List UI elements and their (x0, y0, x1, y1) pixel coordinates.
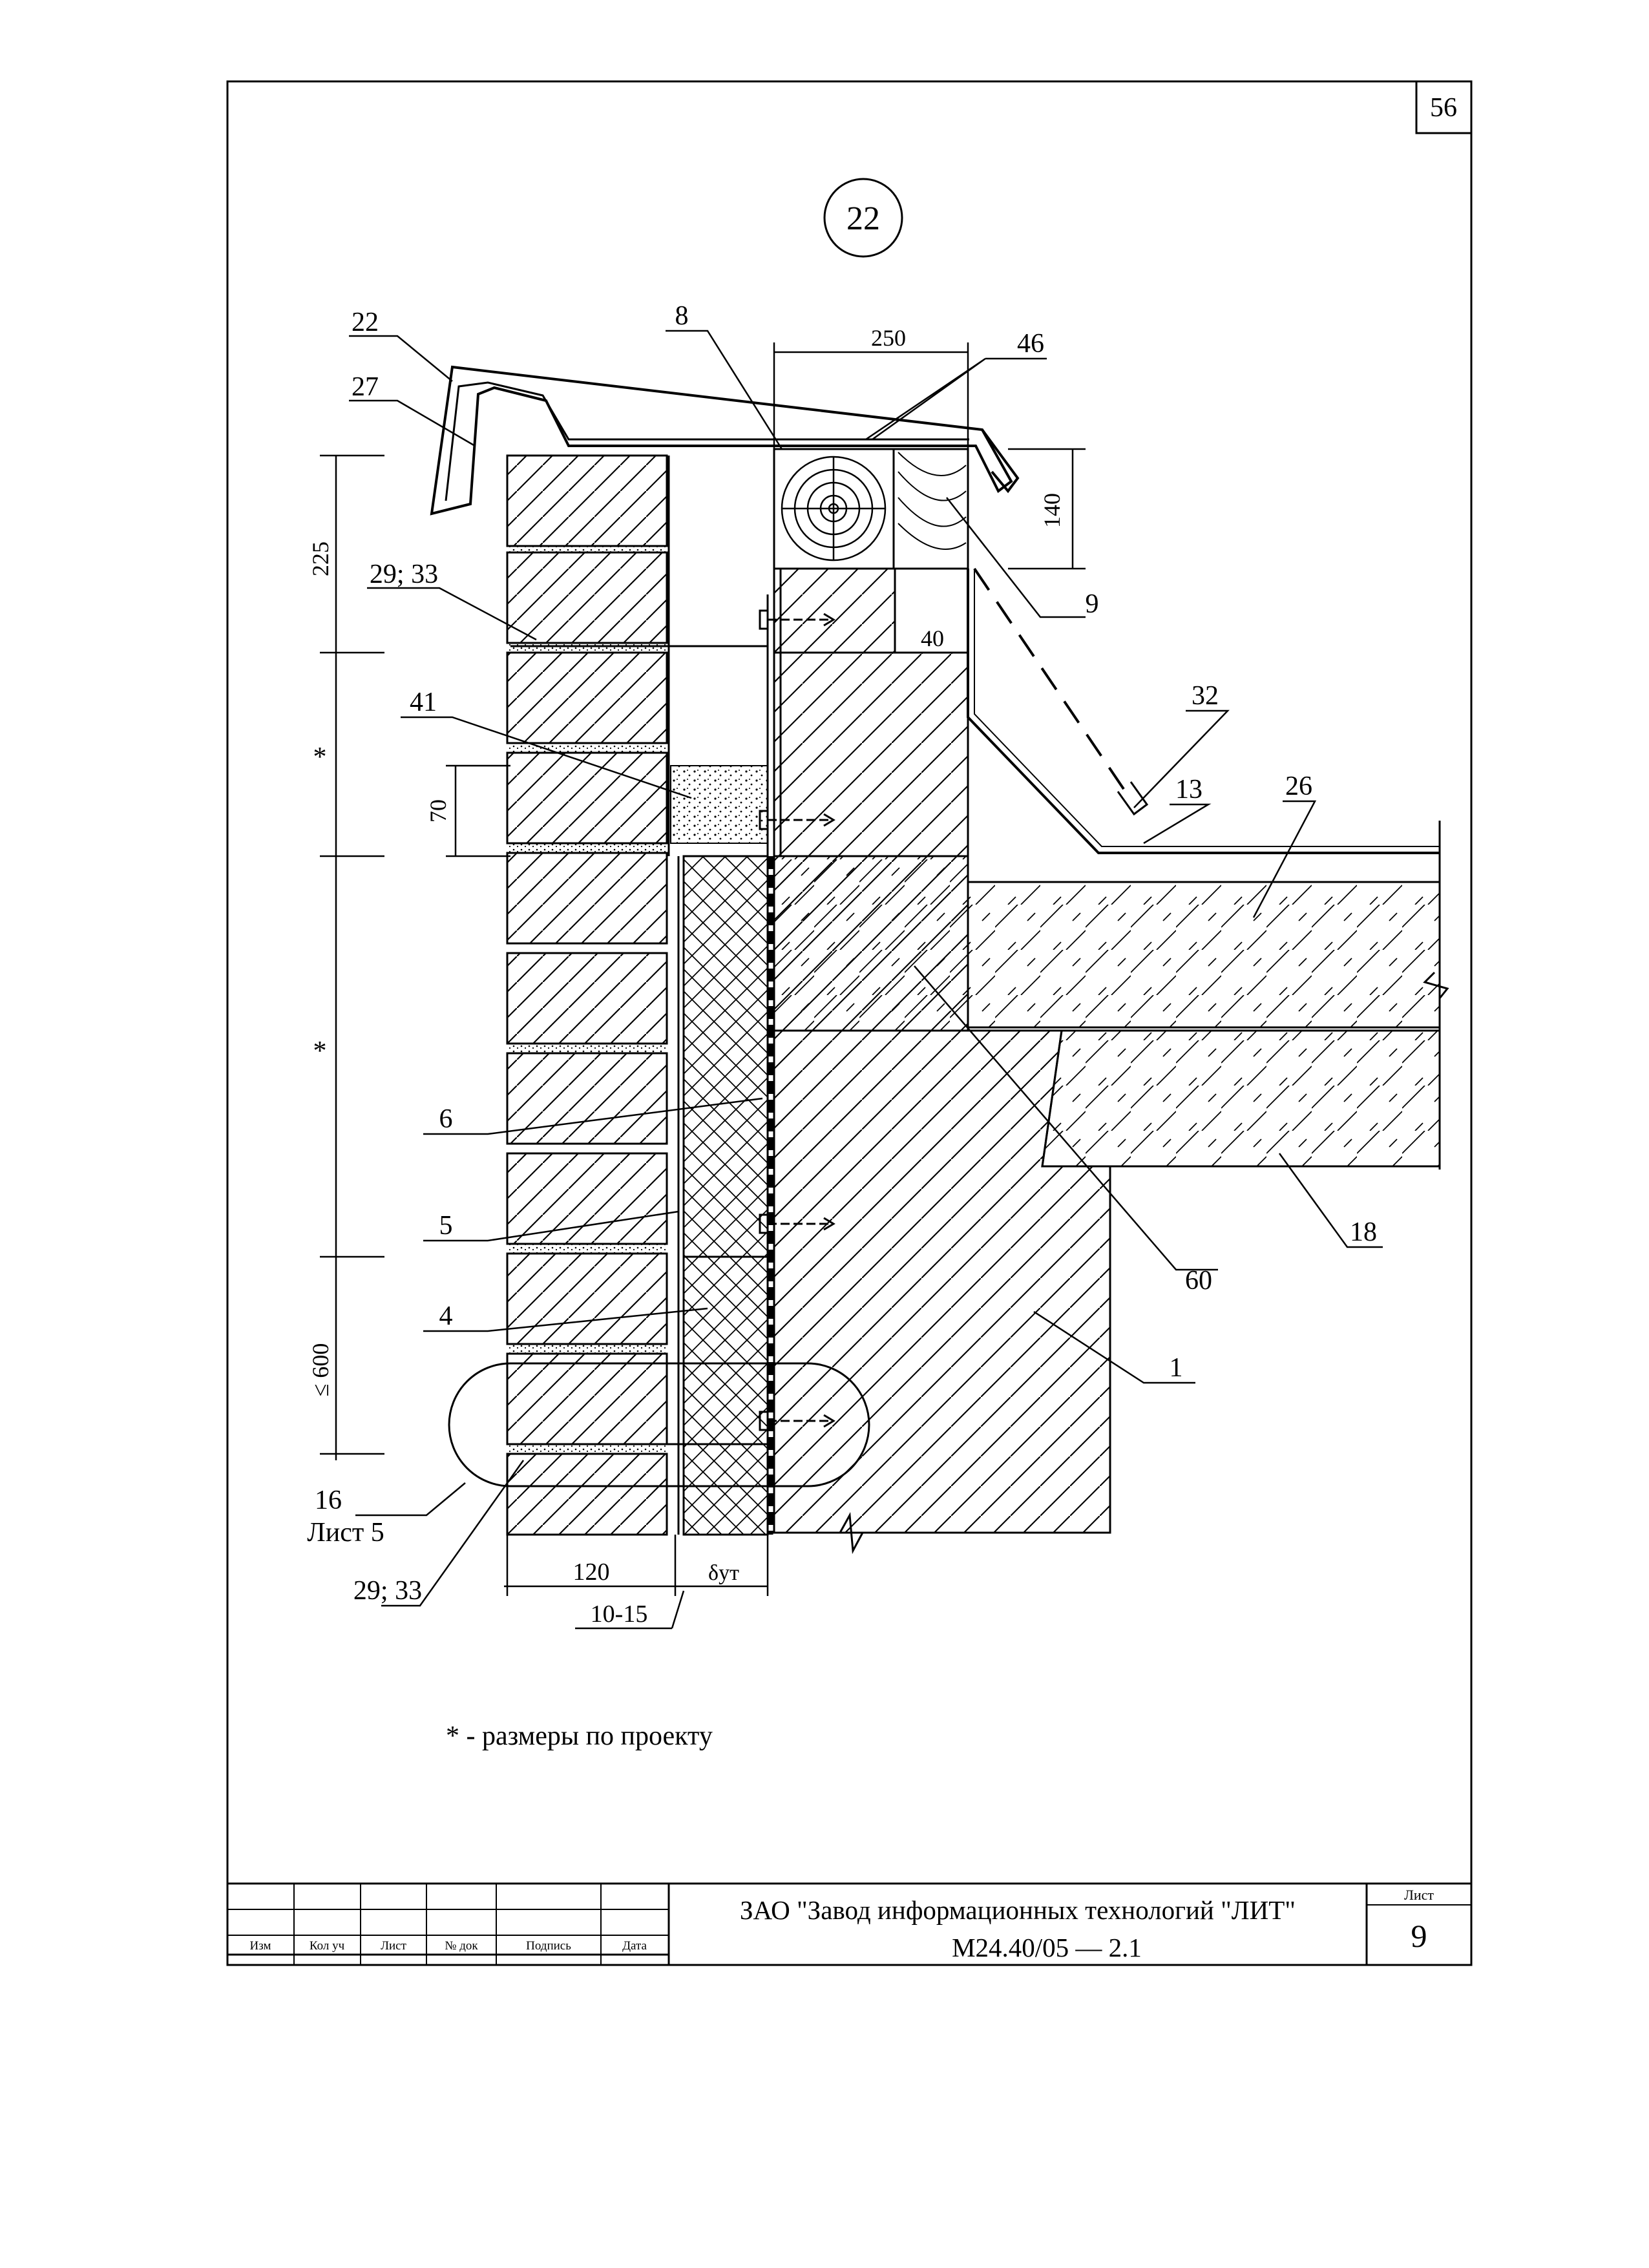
mineral-wool-41 (670, 765, 768, 844)
callout-6: 6 (439, 1104, 453, 1134)
anchors (759, 609, 835, 1431)
dim-10-15: 10-15 (591, 1601, 648, 1628)
leader-lines (349, 330, 1383, 1607)
dim-star-1: * (313, 742, 327, 772)
callout-5: 5 (439, 1211, 453, 1241)
callout-27: 27 (352, 372, 379, 402)
callout-60: 60 (1185, 1266, 1212, 1296)
top-sheet-number-box (1415, 80, 1473, 134)
facing-brick-layer (506, 454, 668, 1536)
dim-250: 250 (871, 325, 906, 351)
title-header-list: Лист (381, 1939, 406, 1953)
callout-29-33-top: 29; 33 (370, 560, 438, 589)
title-header-date: Дата (622, 1939, 647, 1953)
callout-1: 1 (1170, 1353, 1183, 1383)
callout-18: 18 (1350, 1217, 1377, 1247)
ring-beam-60 (773, 855, 969, 1032)
callout-22: 22 (352, 308, 379, 337)
title-header-signature: Подпись (526, 1939, 571, 1953)
dim-insulation-thickness: δут (708, 1561, 739, 1585)
title-header-doc-no: № док (445, 1939, 478, 1953)
break-mark-right (1423, 971, 1449, 999)
dimension-lines (320, 342, 1086, 1630)
parapet-cap-22 (430, 365, 1013, 516)
detail-mark-circle (823, 178, 903, 258)
mortar-joints (507, 546, 667, 1454)
end-grain-rings (781, 456, 887, 562)
break-mark-bottom (839, 1512, 864, 1555)
cap-bracket-27 (445, 381, 969, 501)
callout-46: 46 (1017, 329, 1044, 359)
fastener-32 (973, 567, 1129, 796)
title-block (227, 1882, 1471, 1965)
timber-grain (898, 452, 967, 550)
title-header-izm: Изм (250, 1939, 271, 1953)
callout-sheet-5: Лист 5 (307, 1518, 384, 1548)
roof-membrane-13 (967, 569, 1440, 854)
dim-140: 140 (1039, 493, 1065, 528)
dim-40: 40 (921, 625, 944, 651)
organization-name: ЗАО "Завод информационных технологий "ЛИ… (740, 1895, 1296, 1925)
sheet-frame (226, 80, 1473, 1966)
callout-13: 13 (1175, 775, 1203, 804)
sheet-number: 9 (1411, 1918, 1427, 1954)
cap-hook-right (981, 428, 1020, 494)
document-code: М24.40/05 — 2.1 (952, 1933, 1142, 1962)
roof-membrane-13b (974, 569, 1440, 847)
callout-16-oval (448, 1362, 870, 1487)
sheet-label: Лист (1404, 1887, 1434, 1903)
callout-16: 16 (315, 1486, 342, 1515)
top-sheet-number: 56 (1430, 93, 1457, 123)
callout-32: 32 (1192, 681, 1219, 711)
callout-9: 9 (1086, 589, 1099, 619)
roof-slab-26 (967, 881, 1441, 1029)
insulation-4 (682, 855, 769, 1536)
callout-26: 26 (1285, 772, 1312, 801)
title-header-kol-uch: Кол уч (310, 1939, 345, 1953)
masonry-ties (510, 645, 768, 1445)
callout-29-33-bottom: 29; 33 (353, 1576, 422, 1606)
dim-70: 70 (425, 799, 451, 823)
detail-mark-label: 22 (846, 200, 880, 237)
callout-8: 8 (675, 301, 689, 331)
fastener-32-hook (1117, 781, 1149, 816)
dim-120: 120 (573, 1559, 610, 1586)
footnote: * - размеры по проекту (446, 1721, 713, 1751)
dim-600: ≤ 600 (308, 1343, 333, 1397)
upper-wall-block (773, 567, 969, 857)
dim-225: 225 (308, 541, 333, 576)
callout-41: 41 (410, 688, 437, 717)
callout-4: 4 (439, 1301, 453, 1331)
timber-block-9 (892, 448, 969, 570)
dim-star-2: * (313, 1036, 327, 1066)
floor-slab-18 (1041, 1029, 1441, 1168)
